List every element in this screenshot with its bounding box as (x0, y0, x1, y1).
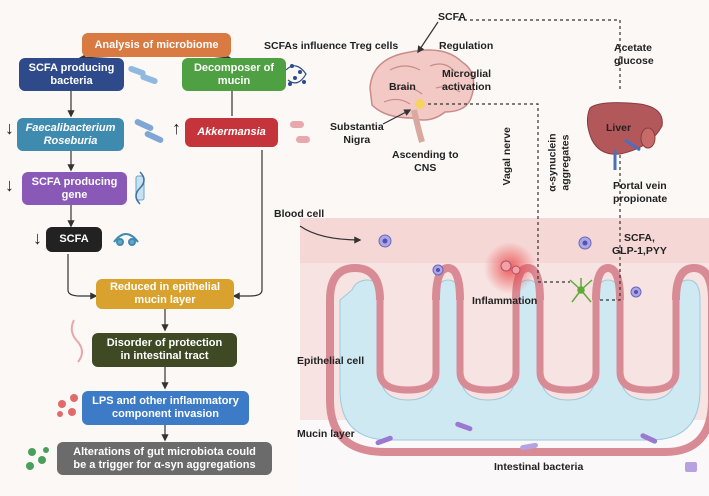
epithelial-cell-label: Epithelial cell (297, 355, 365, 367)
reduced-line1: Reduced in epithelial (109, 281, 221, 294)
vagal-nerve-label: Vagal nerve (500, 127, 513, 186)
decomposer-of-mucin-box: Decomposer of mucin (182, 58, 286, 91)
dashed-scfa-to-liver (458, 19, 621, 92)
inflammation-label: Inflammation (472, 295, 538, 307)
microglial-line2: activation (442, 80, 492, 93)
decrease-arrow-scfa: ↓ (33, 228, 42, 248)
akkermansia-box: Akkermansia (185, 118, 278, 147)
arrow-akk-to-reduced (232, 150, 263, 300)
decomposer-line1: Decomposer of (193, 61, 275, 74)
faecalibacterium-box: Faecalibacterium Roseburia (17, 118, 124, 151)
mucin-layer-label: Mucin layer (297, 428, 355, 440)
reduced-line2: mucin layer (134, 294, 196, 306)
scfa-glp-label: SCFA, GLP-1,PYY (612, 232, 667, 257)
microbiota-icon (26, 447, 49, 470)
acetate-line1: Acetate (614, 42, 652, 54)
substantia-line1: Substantia (330, 121, 384, 133)
villus-5 (672, 263, 709, 301)
intestinal-bacteria-label: Intestinal bacteria (494, 461, 584, 473)
arrow-blood-cell (299, 225, 362, 244)
substantia-label: Substantia Nigra (330, 121, 384, 146)
scfa-box: SCFA (46, 227, 102, 252)
scfa-producing-gene-box: SCFA producing gene (22, 172, 127, 205)
faecali-bacteria-icon (134, 119, 164, 143)
disorder-line1: Disorder of protection (106, 337, 223, 350)
portal-line1: Portal vein (613, 180, 667, 192)
mucin-decomposer-icon (285, 64, 307, 86)
scfa-producing-bacteria-box: SCFA producing bacteria (19, 58, 124, 91)
villus-2 (432, 263, 464, 301)
liver-illustration (586, 102, 663, 170)
ascending-label: Ascending to CNS (392, 149, 459, 174)
substantia-line2: Nigra (343, 133, 371, 146)
alterations-box: Alterations of gut microbiota could be a… (57, 442, 272, 475)
portal-line2: propionate (613, 192, 668, 205)
microglial-label: Microglial activation (442, 68, 491, 93)
inflam-cell-icon (500, 260, 512, 272)
scfa-treg-label: SCFAs influence Treg cells (264, 40, 399, 52)
lps-invasion-box: LPS and other inflammatory component inv… (82, 391, 249, 425)
faecali-line1: Faecalibacterium (25, 121, 116, 134)
bacteria-icon (128, 65, 158, 85)
inflammatory-cells-icon (57, 394, 78, 417)
portal-vein-label: Portal vein propionate (613, 180, 667, 205)
microglial-line1: Microglial (442, 68, 492, 80)
scfa-molecule-icon (113, 233, 139, 246)
arrow-scfa-to-reduced (67, 254, 98, 300)
regulation-label: Regulation (439, 40, 494, 52)
villus-4 (592, 263, 624, 301)
scfa-gene-line1: SCFA producing (31, 175, 118, 188)
disorder-of-protection-box: Disorder of protection in intestinal tra… (92, 333, 237, 367)
neuron-icon (569, 278, 593, 303)
decomposer-line2: mucin (217, 74, 251, 87)
synuclein-line1: α-synuclein (546, 133, 559, 192)
arrow-substantia (382, 109, 412, 125)
akkermansia-icon (290, 121, 310, 143)
scfa-top-label: SCFA (438, 11, 467, 23)
disorder-line2: in intestinal tract (120, 350, 209, 362)
scfa-gene-line2: gene (61, 188, 88, 201)
faecali-line2: Roseburia (43, 134, 98, 147)
decrease-arrow-gene: ↓ (5, 175, 14, 195)
lps-line2: component invasion (112, 408, 219, 420)
dashed-brain-to-gut (428, 103, 570, 283)
liver-label: Liver (606, 122, 632, 134)
inflam-cell-icon (511, 265, 521, 275)
akkermansia-label: Akkermansia (197, 126, 266, 139)
acetate-glucose-label: Acetate glucose (614, 42, 654, 67)
villus-1 (326, 263, 384, 301)
scfa-glp-line2: GLP-1,PYY (612, 244, 667, 257)
decrease-arrow-faecali: ↓ (5, 118, 14, 138)
lps-line1: LPS and other inflammatory (92, 395, 239, 408)
epithelial-villi-outline (376, 300, 680, 394)
intestinal-bacteria-icons (375, 421, 697, 472)
scfa-bacteria-line2: bacteria (50, 74, 93, 87)
synuclein-line2: aggregates (559, 134, 572, 191)
scfa-label: SCFA (59, 233, 89, 246)
scfa-bacteria-line1: SCFA producing (28, 61, 115, 74)
synuclein-label: α-synuclein aggregates (547, 133, 572, 191)
lps-icon (70, 319, 83, 363)
dashed-liver-to-gut (600, 155, 621, 301)
brain-illustration (369, 49, 475, 143)
analysis-of-microbiome-box: Analysis of microbiome (82, 33, 231, 57)
ascending-line2: CNS (414, 161, 437, 174)
alterations-line1: Alterations of gut microbiota could (73, 445, 256, 458)
increase-arrow-akk: ↑ (172, 118, 181, 138)
arrow-scfa-to-brain (417, 21, 439, 54)
scfa-glp-line1: SCFA, (623, 232, 655, 244)
analysis-label: Analysis of microbiome (94, 38, 219, 51)
brain-label: Brain (389, 81, 416, 93)
acetate-line2: glucose (614, 54, 654, 67)
reduced-mucin-box: Reduced in epithelial mucin layer (96, 279, 234, 309)
blood-cell-icons (378, 234, 642, 298)
gene-icon (135, 171, 145, 205)
ascending-line1: Ascending to (392, 149, 459, 161)
blood-cell-label: Blood cell (274, 208, 325, 220)
alterations-line2: be a trigger for α-syn aggregations (73, 458, 256, 471)
